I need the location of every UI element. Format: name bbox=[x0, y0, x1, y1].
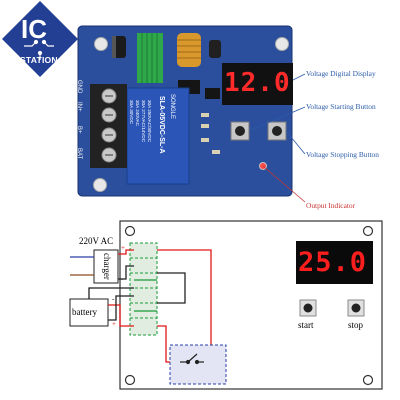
label-starting-button: Voltage Starting Button bbox=[306, 102, 376, 111]
board-display-digits: 12.0 bbox=[224, 68, 291, 98]
bridge-wire bbox=[157, 272, 186, 304]
hole bbox=[362, 374, 374, 386]
leader-start bbox=[248, 106, 306, 132]
charger-minus-wire bbox=[118, 265, 134, 280]
battery-label: battery bbox=[72, 307, 97, 317]
terminal-block-outline bbox=[129, 242, 158, 336]
label-output-indicator: Output Indicator bbox=[306, 201, 356, 210]
logo-station-text: ICSTATION bbox=[11, 55, 58, 65]
charger-minus-sign: - bbox=[121, 275, 124, 283]
mounting-hole-top-left bbox=[94, 37, 108, 51]
start-label: start bbox=[298, 320, 314, 330]
leader-display bbox=[292, 73, 306, 81]
battery-minus-sign: - bbox=[112, 295, 115, 303]
battery-box bbox=[69, 298, 109, 327]
hole bbox=[362, 225, 374, 237]
diagram-display-housing bbox=[296, 241, 373, 284]
small-capacitor bbox=[209, 40, 221, 58]
mounting-hole-bottom-left bbox=[93, 178, 107, 192]
label-voltage-display: Voltage Digital Display bbox=[306, 69, 376, 78]
mounting-hole-top-right bbox=[275, 37, 289, 51]
hole bbox=[124, 374, 136, 386]
heatsink bbox=[137, 33, 163, 83]
stop-label: stop bbox=[348, 320, 364, 330]
charger-box bbox=[93, 249, 119, 284]
label-stopping-button: Voltage Stopping Button bbox=[306, 150, 379, 159]
battery-plus-sign: + bbox=[112, 320, 116, 328]
charger-label: charger bbox=[102, 253, 112, 280]
switch-symbol bbox=[180, 353, 204, 365]
logo-circuit-icon bbox=[24, 39, 54, 60]
diagram-display-digits: 25.0 bbox=[298, 247, 368, 278]
ac-source-label: 220V AC bbox=[79, 236, 114, 246]
relay-switch-box bbox=[169, 344, 227, 385]
battery-plus-wire bbox=[108, 304, 134, 327]
logo-diamond bbox=[2, 1, 78, 77]
ic-chip-small bbox=[205, 88, 220, 99]
charger-plus-wire bbox=[118, 249, 134, 255]
pcb-edge bbox=[77, 25, 293, 197]
relay bbox=[126, 87, 190, 185]
logo-ic-text: IC bbox=[21, 14, 47, 44]
leader-stop bbox=[285, 130, 306, 155]
hole bbox=[124, 225, 136, 237]
board-display-housing bbox=[222, 63, 293, 105]
charger-plus-sign: + bbox=[121, 244, 125, 252]
leader-output bbox=[262, 165, 306, 203]
battery-minus-wire bbox=[88, 287, 134, 299]
